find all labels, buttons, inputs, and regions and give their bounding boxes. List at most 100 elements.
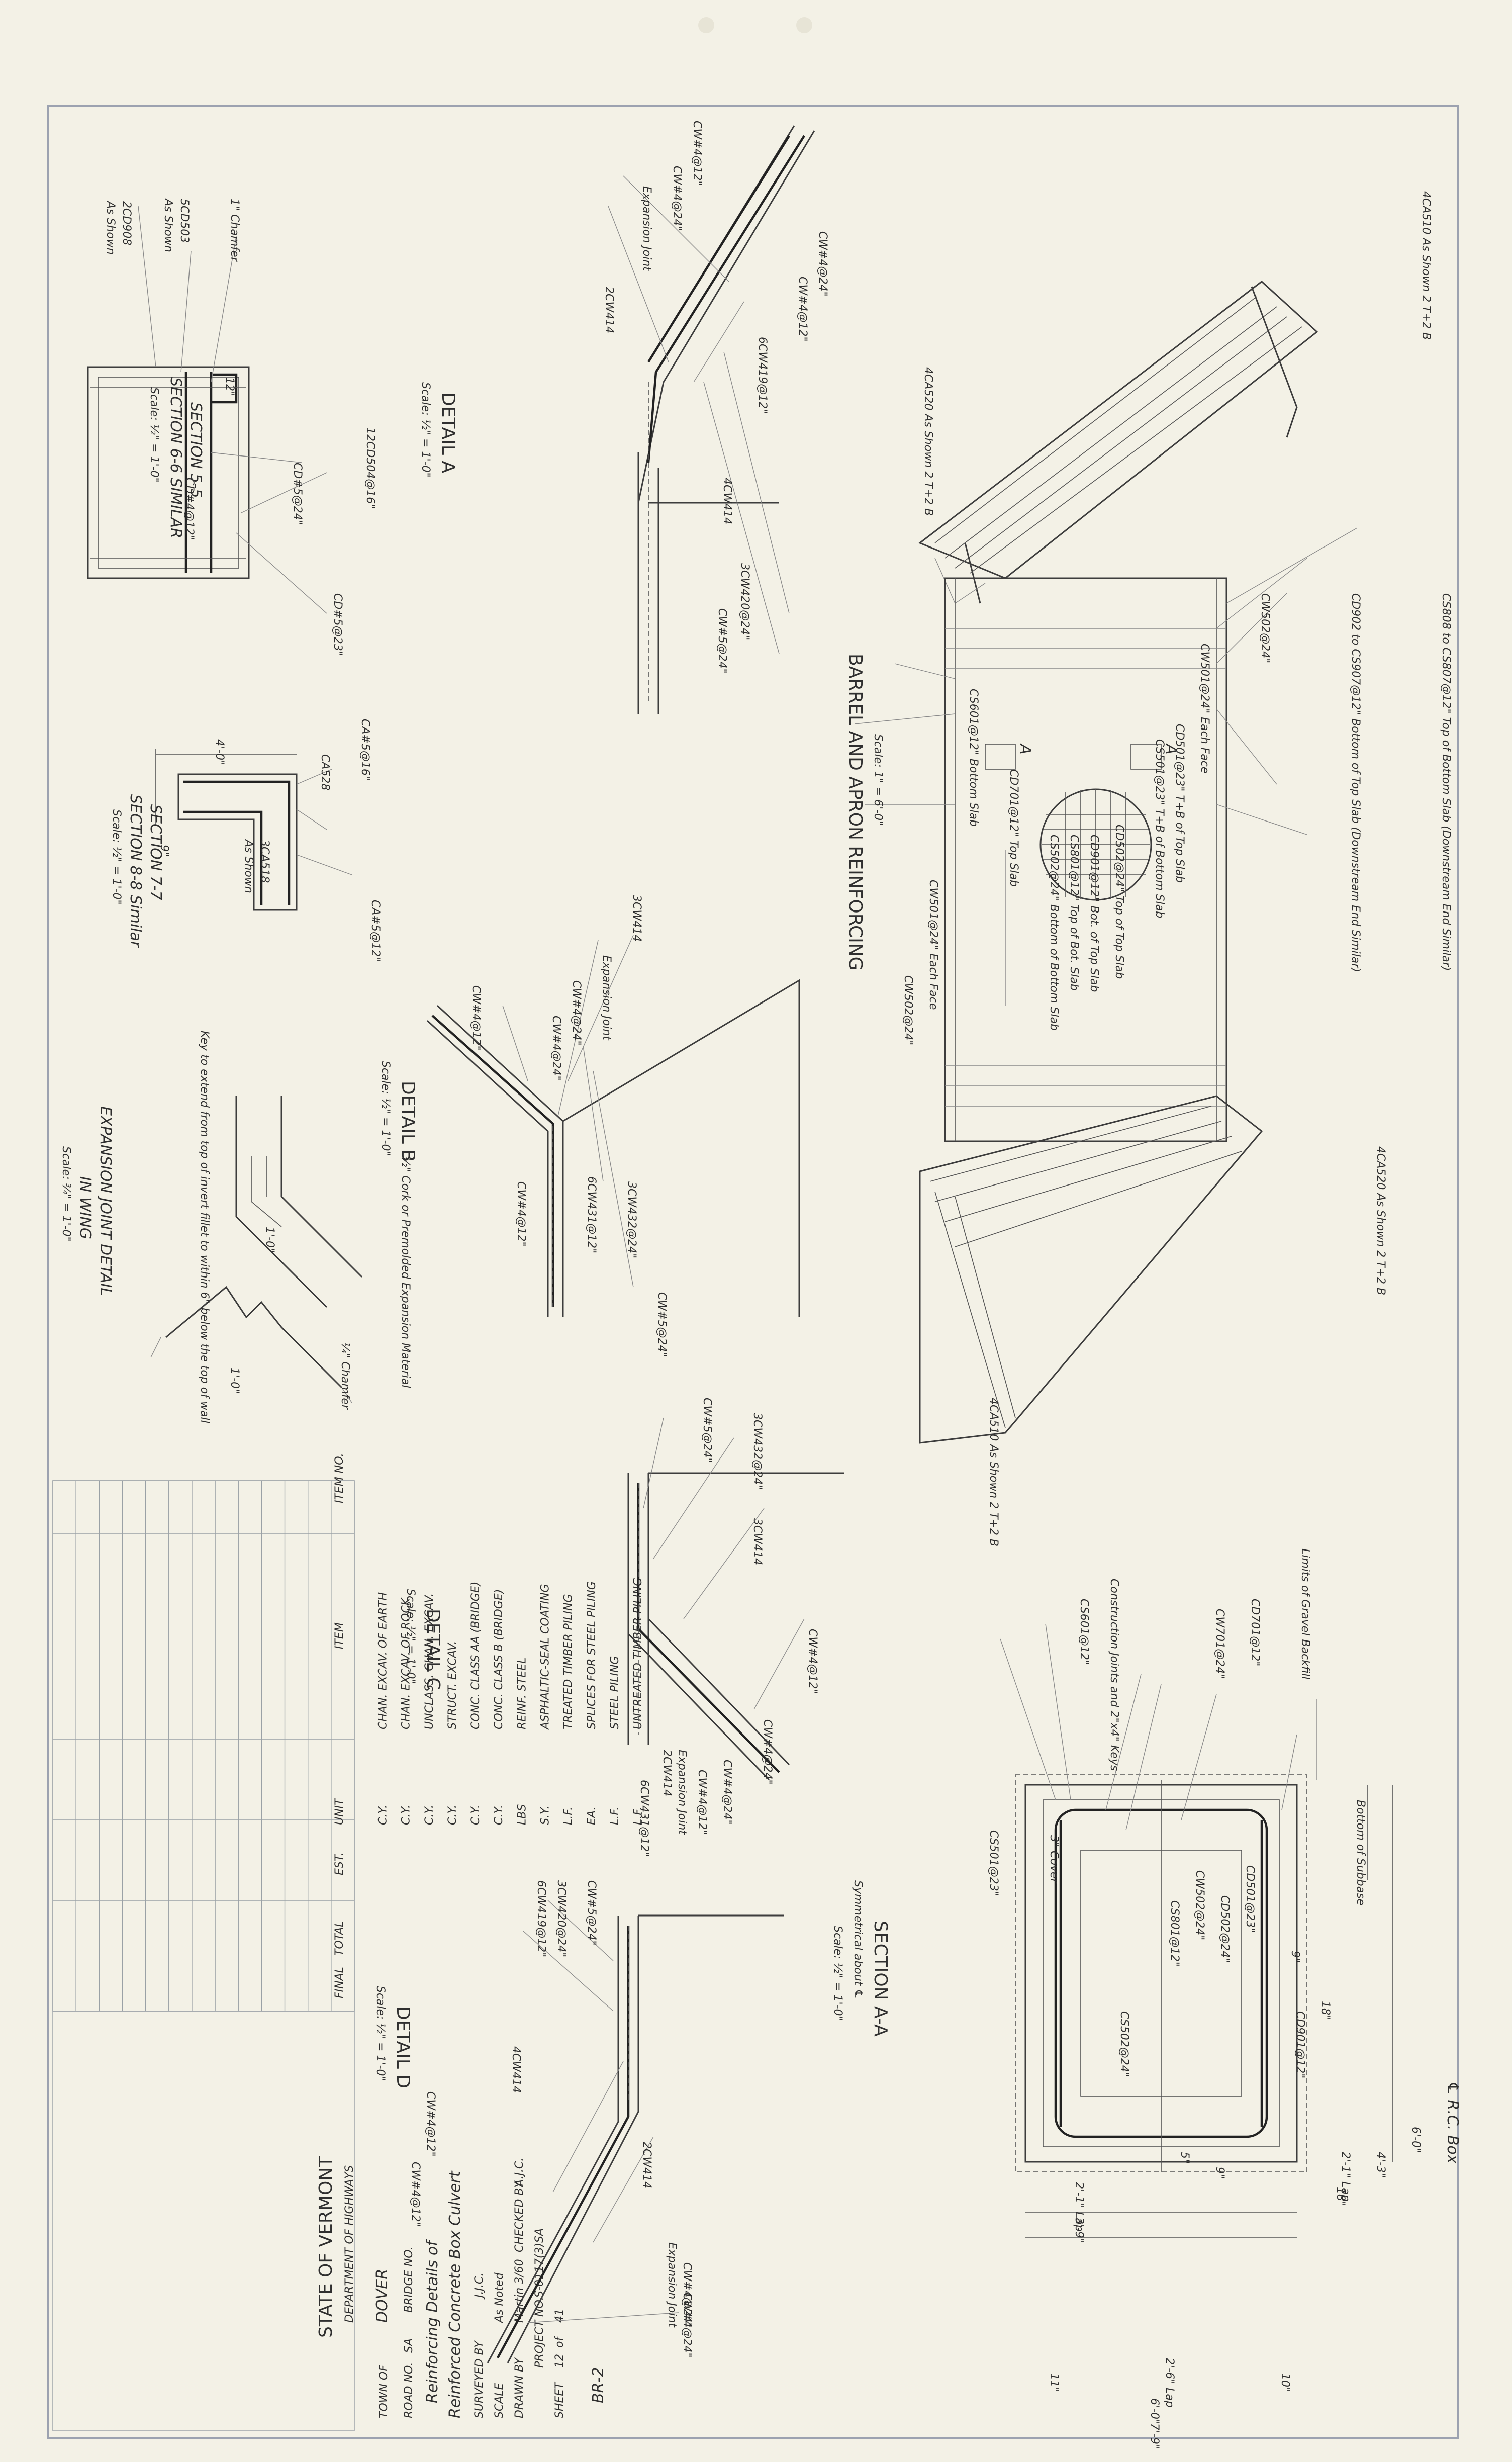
- label-exp-joint-d: Expansion Joint: [666, 2242, 678, 2328]
- label-2cw414-a: 2CW414: [603, 287, 615, 333]
- title-block: STATE OF VERMONT DEPARTMENT OF HIGHWAYS …: [52, 1480, 607, 2431]
- qty-item-name: CONC. CLASS AA (BRIDGE): [469, 1582, 482, 1729]
- label-4ca510-up: 4CA510 As Shown 2 T+2 B: [1420, 191, 1432, 340]
- qty-item-unit: C.Y.: [376, 1805, 389, 1825]
- section-5-5-scale: Scale: ½" = 1'-0": [148, 387, 160, 483]
- qty-header-est: EST.: [333, 1852, 346, 1875]
- drawing-number: BR-2: [590, 2367, 607, 2403]
- section-a-a: [1000, 1623, 1393, 2238]
- label-cw4-24-a: CW#4@24": [671, 166, 683, 231]
- qty-header-unit: UNIT: [333, 1798, 346, 1825]
- label-cs801-aa: CS801@12": [1168, 1900, 1181, 1967]
- qty-item-name: CHAN. EXCAV. OF EARTH: [376, 1592, 389, 1729]
- sheet-label: SHEET: [553, 2382, 566, 2418]
- dim-4-3: 4'-3": [1374, 2152, 1387, 2178]
- qty-item-name: UNCLASS. CHAN. EXCAV.: [423, 1593, 436, 1729]
- detail-c: [627, 1417, 844, 1781]
- label-cw4-24-g: CW#4@24": [681, 2262, 693, 2328]
- label-5cd503: 5CD503: [178, 199, 191, 243]
- dim-3-9: 3'-9": [1073, 2217, 1085, 2243]
- label-ca5-12: CA#5@12": [369, 900, 382, 962]
- key-note: Key to extend from top of invert fillet …: [198, 1031, 211, 1423]
- qty-item-unit: C.Y.: [469, 1805, 482, 1825]
- label-9in: 9": [158, 845, 170, 857]
- detail-b-labels: DETAIL B Scale: ½" = 1'-0": [379, 1061, 418, 1162]
- expansion-joint-title: EXPANSION JOINT DETAIL: [97, 1106, 114, 1296]
- label-cd4-12: CD#4@12": [183, 478, 196, 540]
- dim-5in: 5": [1178, 2152, 1191, 2164]
- barrel-title: BARREL AND APRON REINFORCING: [845, 654, 866, 971]
- label-cw501-b: CW501@24" Each Face: [927, 880, 939, 1010]
- qty-item-name: TREATED TIMBER PILING: [562, 1594, 575, 1729]
- detail-d-callouts: 3CW420@24" 6CW419@12" CW#5@24" 4CW414 CW…: [409, 1880, 693, 2358]
- label-6cw431-c: 6CW431@12": [638, 1780, 650, 1857]
- sheet-border: [47, 105, 1459, 2439]
- detail-d-title: DETAIL D: [393, 2006, 413, 2088]
- label-cd902: CD902 to CS907@12" Bottom of Top Slab (D…: [1349, 593, 1362, 972]
- label-3cw414-c: 3CW414: [751, 1518, 764, 1565]
- section-a-a-scale: Scale: ½" = 1'-0": [831, 1926, 844, 2021]
- label-construction-joints: Construction Joints and 2"x4" Keys: [1108, 1579, 1120, 1771]
- qty-item-unit: EA.: [586, 1807, 598, 1825]
- label-4ca520-up: 4CA520 As Shown 2 T+2 B: [922, 367, 934, 516]
- detail-c-callouts: CW#5@24" 3CW432@24" 3CW414 CW#4@12" CW#4…: [638, 1398, 819, 1857]
- label-cw4-12-f: CW#4@12": [696, 1770, 708, 1835]
- label-cd502: CD502@24" Top of Top Slab: [1113, 825, 1125, 979]
- label-cw4-12-a: CW#4@12": [691, 121, 703, 186]
- label-cw4-24-c: CW#4@24": [570, 980, 583, 1046]
- road-value: SA: [403, 2338, 415, 2353]
- description-line-1: Reinforcing Details of: [424, 2239, 441, 2403]
- expansion-joint-detail: [150, 1096, 363, 1403]
- section-5-5-title: SECTION 5-5: [187, 402, 205, 498]
- detail-a: [608, 125, 815, 714]
- label-cd5-24: CD#5@24": [291, 463, 304, 525]
- detail-c-scale: Scale: ½" = 1'-0": [404, 1589, 417, 1684]
- label-4cw414-d: 4CW414: [510, 2046, 522, 2093]
- label-4ca520-dn: 4CA520 As Shown 2 T+2 B: [1374, 1146, 1387, 1295]
- label-3cw420-a: 3CW420@24": [738, 563, 751, 640]
- expansion-joint-subtitle: IN WING: [76, 1176, 94, 1239]
- department-name: DEPARTMENT OF HIGHWAYS: [343, 2165, 356, 2323]
- description-line-2: Reinforced Concrete Box Culvert: [446, 2170, 464, 2418]
- label-cw5-24-c: CW#5@24": [701, 1398, 713, 1463]
- qty-item-unit: L.F.: [632, 1807, 644, 1825]
- section-5-5-callouts: 2CD908 As Shown 5CD503 As Shown 1" Chamf…: [104, 198, 376, 656]
- label-cs501: CS501@23" T+B of Bottom Slab: [1153, 739, 1166, 918]
- detail-c-title: DETAIL C: [423, 1609, 443, 1690]
- label-cw502-aa: CW502@24": [1193, 1870, 1206, 1940]
- dim-9in-a: 9": [1213, 2167, 1226, 2179]
- label-6cw419-d: 6CW419@12": [535, 1880, 547, 1957]
- label-exp-joint-b: Expansion Joint: [600, 955, 613, 1041]
- detail-c-labels: DETAIL C Scale: ½" = 1'-0": [404, 1589, 443, 1690]
- dim-1-0-b: 1'-0": [228, 1367, 241, 1394]
- dim-18in-a: 18": [1319, 2001, 1332, 2020]
- label-4ca510-dn: 4CA510 As Shown 2 T+2 B: [987, 1398, 1000, 1546]
- label-cd5-23: CD#5@23": [331, 593, 344, 656]
- barrel-plan-callouts: CS808 to CS807@12" Top of Bottom Slab (D…: [902, 191, 1452, 1546]
- expansion-joint-notes: Key to extend from top of invert fillet …: [198, 1031, 412, 1423]
- section-7-7-callouts: 4'-0" CA528 CA#5@16" 3CA518 As Shown 9" …: [158, 719, 382, 962]
- label-cs601-aa: CS601@12": [1078, 1599, 1090, 1665]
- qty-item-unit: L.F.: [609, 1807, 621, 1825]
- qty-header-item: ITEM: [333, 1622, 346, 1649]
- section-7-7-scale: Scale: ½" = 1'-0": [110, 809, 123, 905]
- detail-b-callouts: 3CW414 CW#4@24" Expansion Joint CW#4@24"…: [469, 895, 668, 1357]
- punch-hole: [698, 17, 714, 33]
- label-ca528: CA528: [319, 754, 331, 790]
- section-7-7-labels: SECTION 7-7 SECTION 8-8 Similar Scale: ½…: [110, 794, 164, 948]
- detail-d-scale: Scale: ½" = 1'-0": [374, 1986, 387, 2081]
- label-cw701-aa: CW701@24": [1213, 1609, 1226, 1679]
- label-cw4-12-h: CW#4@12": [409, 2162, 422, 2227]
- qty-item-name: SPLICES FOR STEEL PILING: [586, 1581, 598, 1729]
- punch-hole: [796, 17, 812, 33]
- label-cw4-24-h: CW#4@24": [681, 2293, 693, 2358]
- surveyed-label: SURVEYED BY: [473, 2340, 486, 2418]
- quantities-table: ITEM NO. ITEM UNIT EST. TOTAL FINAL CHAN…: [52, 1453, 644, 2012]
- designed-value: J.J.C.: [473, 2273, 486, 2300]
- sheet-number: 12: [553, 2354, 566, 2368]
- barrel-plan-title: BARREL AND APRON REINFORCING Scale: 1" =…: [845, 654, 884, 971]
- label-ca5-16: CA#5@16": [359, 719, 371, 781]
- project-label: PROJECT NO.: [533, 2297, 546, 2368]
- detail-d: [487, 1900, 784, 2363]
